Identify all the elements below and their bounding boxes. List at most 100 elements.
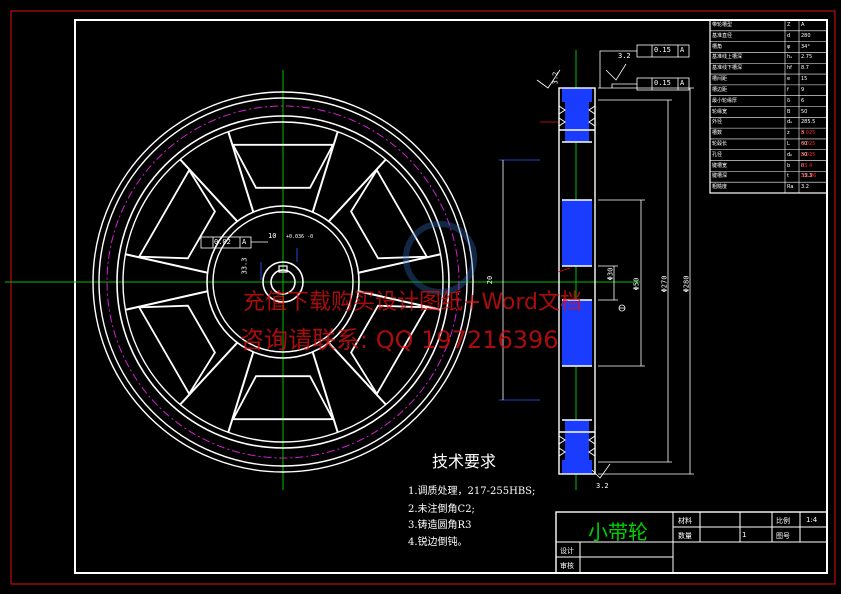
table-cell: 槽角 [712,43,723,50]
scale-value: 1:4 [806,516,818,524]
dia-pitch: Φ270 [660,275,669,293]
gtol1-datum: A [680,46,685,54]
belt-groove [588,435,596,445]
table-red-value: ±0.06 [801,173,817,180]
belt-groove [558,117,566,127]
spoke-edge [179,158,238,222]
side-view [499,44,694,490]
belt-groove [588,117,596,127]
table-cell: L [787,140,790,147]
table-cell: 280 [801,32,811,39]
spoke-edge [311,351,339,433]
table-cell: 键槽深 [712,173,728,180]
table-cell: d₀ [787,151,793,158]
table-cell: t [787,173,789,180]
part-name: 小带轮 [588,520,648,544]
table-cell: b [787,162,791,169]
spoke-edge [328,158,387,222]
table-cell: dₐ [787,119,793,126]
requirement-item: 3.铸造圆角R3 [408,520,472,531]
belt-groove [558,447,566,457]
table-cell: hₐ [787,54,793,61]
table-cell: 键槽宽 [712,162,728,169]
table-cell: δ [787,97,791,104]
hub-dims [200,236,298,280]
table-cell: 60 [801,140,808,147]
quantity-label: 数量 [678,532,692,540]
belt-groove [558,105,566,115]
watermark-line2: 咨询请联系: QQ 197216396 [240,326,559,354]
table-cell: e [787,76,791,83]
design-label: 设计 [560,547,574,555]
table-red-value: 33.4 [801,162,813,169]
dia-bore: Φ30 [606,267,615,281]
dia-hub: Φ50 [632,277,641,291]
quantity-value: 1 [742,531,747,539]
table-cell: 3 [801,130,805,137]
table-cell: f [787,86,789,93]
table-cell: 8 [801,162,805,169]
review-label: 审核 [560,562,574,570]
material-label: 材料 [678,517,692,525]
spoke-window [231,143,335,189]
table-red-value: 0.025 [801,140,816,147]
table-cell: 2.75 [801,54,813,61]
roughness-2: 3.2 [618,52,631,60]
table-cell: 粗糙度 [712,184,728,191]
table-red-value: 0.025 [801,151,816,158]
belt-groove [558,435,566,445]
drawing-no-label: 图号 [776,532,790,540]
table-cell: 34° [801,43,810,50]
table-cell: 33.3 [801,173,813,180]
table-cell: 9 [801,86,805,93]
table-cell: 285.5 [801,119,816,126]
hub-length: 20 [486,275,495,285]
table-cell: 30 [801,151,808,158]
table-cell: 槽间距 [712,76,728,83]
table-cell: 槽数 [712,130,723,137]
table-cell: 最小轮缘厚 [712,97,738,104]
spoke-window [350,304,429,396]
spoke-window [137,168,216,260]
hub-datum: A [242,238,247,246]
table-cell: Z [787,22,791,28]
table-cell: 轮毂长 [712,140,728,147]
requirement-item: 2.未注倒角C2; [408,504,475,515]
watermark-line1: 充值下载购买设计图纸+Word文档 [243,290,582,315]
table-cell: 轮缘宽 [712,108,728,115]
table-cell: 6 [801,97,805,104]
keyway-tol: +0.036 -0 [286,234,314,240]
table-cell: 槽边距 [712,86,728,93]
table-cell: 外径 [712,119,723,126]
spoke-window [231,375,335,421]
table-cell: A [801,22,805,28]
table-cell: 基准线下槽深 [712,65,743,72]
table-cell: 带轮槽型 [712,22,733,28]
gtol2-value: 0.15 [654,79,671,87]
table-cell: B [787,108,791,115]
table-cell: 基准线上槽深 [712,54,743,61]
requirement-item: 4.锐边倒钝。 [408,537,468,548]
roughness-1: 3.2 [551,71,560,85]
outer-border [10,10,836,585]
scale-label: 比例 [776,517,790,525]
table-cell: hf [787,65,792,72]
table-cell: z [787,130,790,137]
table-cell: φ [787,43,791,50]
gtol1-value: 0.15 [654,46,671,54]
inner-border [74,19,828,574]
spoke-window [350,168,429,260]
parameter-table [709,19,828,194]
table-cell: 8.7 [801,65,809,72]
table-cell: 3.2 [801,184,809,191]
logo-watermark [403,221,477,295]
dia-outer: Φ280 [682,275,691,293]
table-cell: Ra [787,184,794,191]
front-view [92,91,474,473]
belt-groove [588,447,596,457]
spoke-window [137,304,216,396]
table-cell: d [787,32,791,39]
title-block-lines [555,511,828,574]
